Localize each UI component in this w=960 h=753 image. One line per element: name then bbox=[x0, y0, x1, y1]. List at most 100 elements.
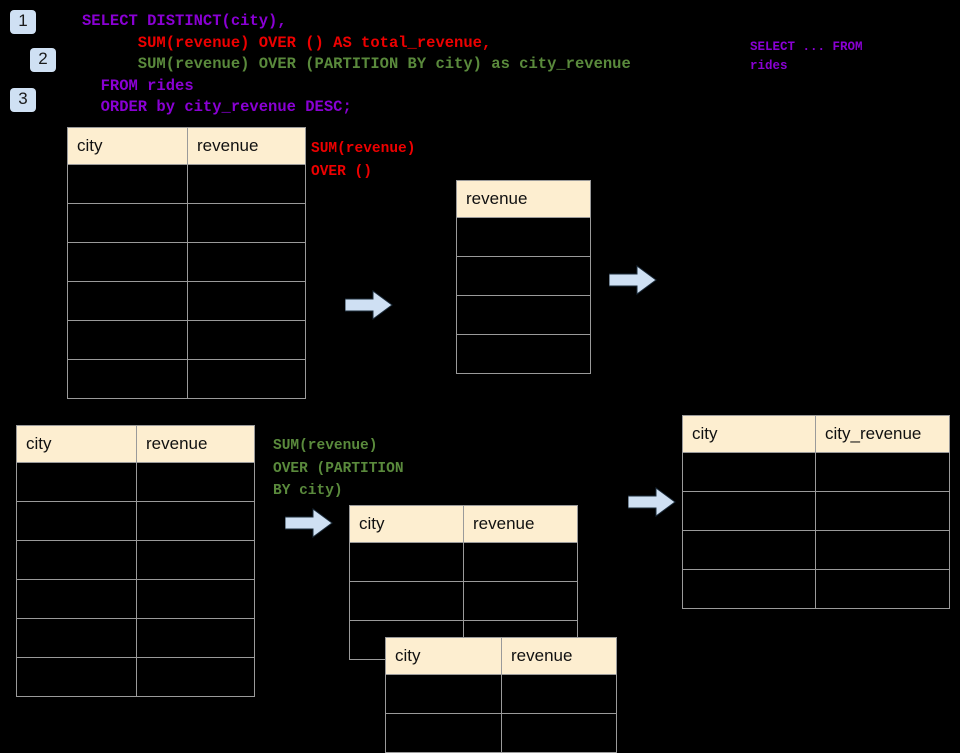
table-cell bbox=[136, 618, 255, 658]
table-cell bbox=[501, 713, 617, 753]
sql-line-5: ORDER by city_revenue DESC; bbox=[82, 98, 352, 116]
table-row bbox=[16, 618, 255, 658]
table-row bbox=[67, 164, 306, 204]
column-header-city_revenue: city_revenue bbox=[815, 415, 950, 453]
annotation-city-revenue: SUM(revenue) OVER (PARTITION BY city) bbox=[273, 438, 404, 499]
table-row bbox=[16, 540, 255, 580]
table-row bbox=[67, 320, 306, 360]
table-cell bbox=[349, 581, 464, 621]
table-cell bbox=[67, 242, 188, 282]
table-row bbox=[456, 334, 591, 374]
step-badge-3: 3 bbox=[10, 88, 36, 112]
column-header-city: city bbox=[67, 127, 188, 165]
table-row bbox=[349, 581, 578, 621]
table-row bbox=[349, 542, 578, 582]
table-row bbox=[456, 256, 591, 296]
table-row bbox=[16, 462, 255, 502]
table-cell bbox=[16, 462, 137, 502]
table-cell bbox=[67, 320, 188, 360]
table-cell bbox=[187, 320, 306, 360]
table-cell bbox=[187, 281, 306, 321]
sql-line-3: SUM(revenue) OVER (PARTITION BY city) as… bbox=[82, 55, 631, 73]
table-cell bbox=[385, 674, 502, 714]
table-cell bbox=[815, 491, 950, 531]
table-row bbox=[456, 217, 591, 257]
table-row bbox=[16, 657, 255, 697]
table-cell bbox=[136, 657, 255, 697]
arrow-to-city-revenue bbox=[627, 487, 676, 517]
table-cell bbox=[67, 164, 188, 204]
step-badge-2: 2 bbox=[30, 48, 56, 72]
table-cell bbox=[187, 242, 306, 282]
table-row bbox=[16, 579, 255, 619]
table-cell bbox=[682, 530, 816, 570]
table-cell bbox=[463, 581, 578, 621]
table-cell bbox=[67, 203, 188, 243]
sql-line-4: FROM rides bbox=[82, 76, 194, 95]
sql-subquery-note: SELECT ... FROM rides bbox=[750, 40, 863, 73]
table-cell bbox=[682, 452, 816, 492]
table-cell bbox=[456, 217, 591, 257]
table-row bbox=[385, 674, 617, 714]
table-cell bbox=[187, 359, 306, 399]
table-cell bbox=[682, 569, 816, 609]
sql-query-block: SELECT DISTINCT(city), SUM(revenue) OVER… bbox=[82, 11, 631, 119]
table-cell bbox=[16, 618, 137, 658]
sql-line-1: SELECT DISTINCT(city), bbox=[82, 12, 287, 30]
column-header-city: city bbox=[349, 505, 464, 543]
table-row bbox=[682, 569, 950, 609]
table-cell bbox=[349, 542, 464, 582]
table-header-row: revenue bbox=[456, 180, 591, 218]
column-header-revenue: revenue bbox=[456, 180, 591, 218]
table-cell bbox=[187, 203, 306, 243]
table-cell bbox=[16, 540, 137, 580]
table-cell bbox=[67, 281, 188, 321]
table-row bbox=[682, 452, 950, 492]
table-cell bbox=[456, 334, 591, 374]
table-cell bbox=[463, 542, 578, 582]
table-cell bbox=[136, 462, 255, 502]
table-row bbox=[16, 501, 255, 541]
table-row bbox=[67, 203, 306, 243]
diagram-canvas: 1 2 3 SELECT DISTINCT(city), SUM(revenue) … bbox=[10, 10, 950, 753]
table-cell bbox=[67, 359, 188, 399]
column-header-revenue: revenue bbox=[136, 425, 255, 463]
table-cell bbox=[16, 501, 137, 541]
column-header-revenue: revenue bbox=[501, 637, 617, 675]
column-header-city: city bbox=[682, 415, 816, 453]
table-cell bbox=[16, 657, 137, 697]
table-cell bbox=[501, 674, 617, 714]
table-row bbox=[682, 530, 950, 570]
table-cell bbox=[815, 569, 950, 609]
table-cell bbox=[456, 295, 591, 335]
table-cell bbox=[815, 530, 950, 570]
table-cell bbox=[16, 579, 137, 619]
table-cell bbox=[187, 164, 306, 204]
sql-line-2: SUM(revenue) OVER () AS total_revenue, bbox=[82, 33, 492, 52]
arrow-to-partition bbox=[284, 508, 333, 538]
table-row bbox=[682, 491, 950, 531]
table-row bbox=[385, 713, 617, 753]
table-cell bbox=[385, 713, 502, 753]
table-cell bbox=[682, 491, 816, 531]
table-cell bbox=[456, 256, 591, 296]
table-cell bbox=[815, 452, 950, 492]
arrow-to-total-revenue bbox=[344, 290, 393, 320]
column-header-revenue: revenue bbox=[463, 505, 578, 543]
annotation-total-revenue: SUM(revenue) OVER () bbox=[311, 141, 416, 180]
table-row bbox=[67, 242, 306, 282]
table-row bbox=[456, 295, 591, 335]
step-badge-1: 1 bbox=[10, 10, 36, 34]
table-row bbox=[67, 281, 306, 321]
column-header-revenue: revenue bbox=[187, 127, 306, 165]
arrow-total-revenue-out bbox=[608, 265, 657, 295]
column-header-city: city bbox=[16, 425, 137, 463]
